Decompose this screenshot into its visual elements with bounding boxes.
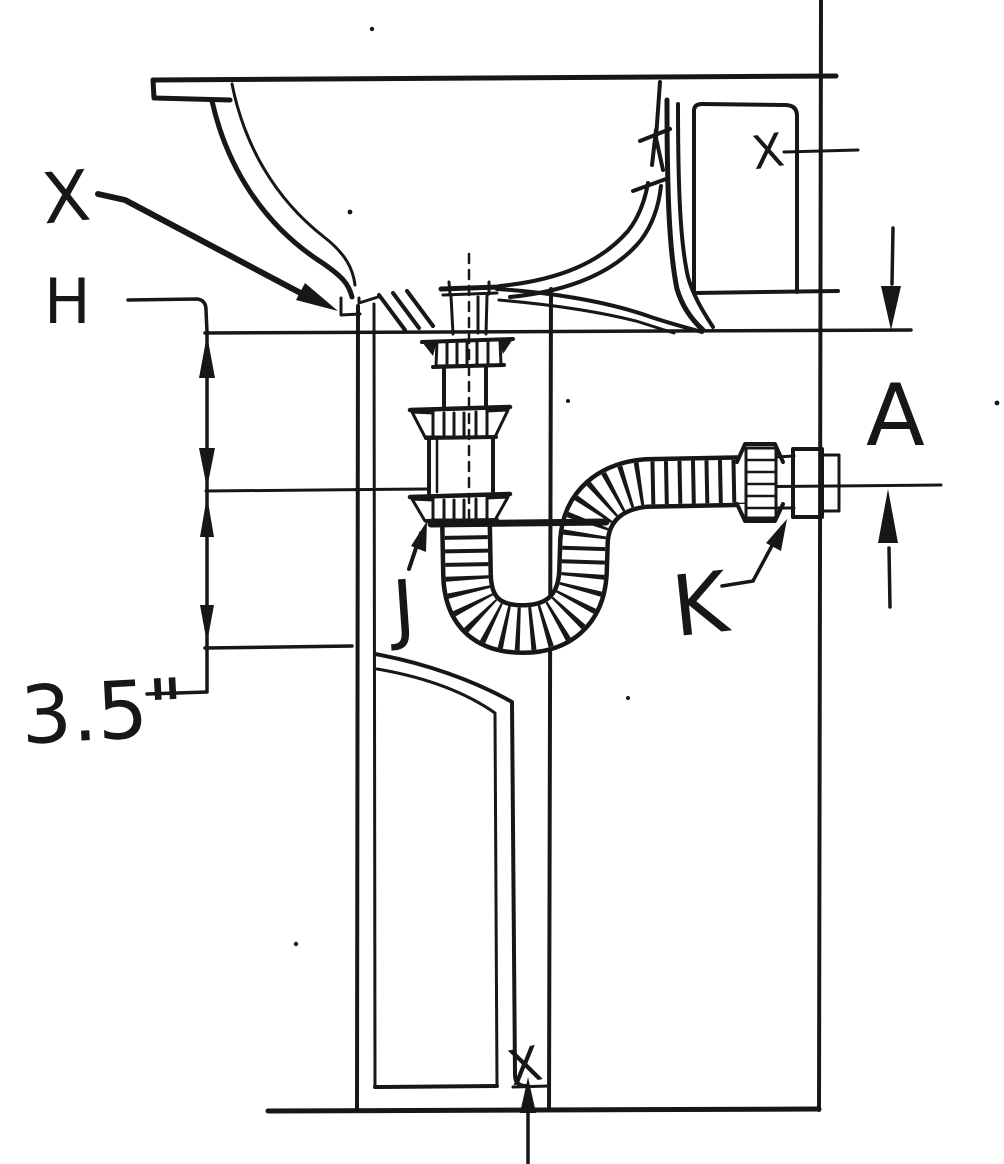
x-leader-arrowhead xyxy=(296,283,338,311)
tailpiece-lower-tube xyxy=(427,437,495,495)
sink-rim-left-lip xyxy=(150,77,233,103)
wall-and-floor xyxy=(265,0,823,1114)
trap-height-datum-left xyxy=(204,487,431,493)
pedestal-right-edge xyxy=(547,287,553,1111)
escutcheon-ridges xyxy=(744,458,778,510)
a-dimension: A xyxy=(866,226,925,609)
pedestal xyxy=(355,287,553,1111)
pedestal-channel-floor xyxy=(511,1084,551,1089)
sink-basin xyxy=(150,73,839,336)
slip-nut-flange-line xyxy=(407,404,513,413)
label-h: H xyxy=(44,265,91,338)
slip-nut-band xyxy=(431,409,489,439)
dimension-3-5-text: 3.5" xyxy=(18,661,187,762)
scan-speck xyxy=(994,400,1000,406)
wall-x-callout: X xyxy=(749,122,860,180)
j-callout: J xyxy=(385,521,427,653)
scan-specks xyxy=(293,26,1000,947)
locknut-right-tip xyxy=(499,339,513,354)
label-j: J xyxy=(385,563,418,654)
basin-bottom-step xyxy=(339,295,380,317)
basin-outer-wall-left xyxy=(209,98,355,300)
reference-box-outline xyxy=(692,102,799,294)
a-arrow-up-head xyxy=(878,489,898,543)
left-dimension-chain: H 3.5" xyxy=(18,265,354,763)
wall-outlet xyxy=(735,442,841,523)
label-a: A xyxy=(866,366,925,466)
basin-back-edge-outer xyxy=(664,97,706,333)
datum-lines xyxy=(203,328,943,493)
dimension-arrow-up xyxy=(199,335,215,378)
wall-reference-box xyxy=(692,102,840,295)
pedestal-cutout-outer xyxy=(373,652,528,1088)
slip-nut-wings xyxy=(410,408,510,439)
basin-back-edge-inner xyxy=(676,102,715,329)
floor-line xyxy=(265,1106,822,1114)
drain-assembly xyxy=(407,252,515,523)
trap-inlet-heavy-line xyxy=(427,518,610,528)
locknut-left-tip xyxy=(422,341,437,356)
label-k: K xyxy=(668,553,735,656)
dimension-arrow-up xyxy=(200,496,214,537)
wall-x-leader-line xyxy=(782,148,860,154)
lower-slip-nut xyxy=(407,491,513,523)
slip-nut-ridges xyxy=(442,410,478,438)
pedestal-cutout-inner xyxy=(375,667,499,1088)
dimension-3-5-leader xyxy=(145,690,209,696)
pedestal-left-inner-edge xyxy=(372,302,377,1088)
basin-bottom-right-inner xyxy=(497,298,676,335)
wall-pipe-stub xyxy=(820,453,841,513)
x-leader-line xyxy=(95,191,313,301)
scan-speck xyxy=(566,399,570,403)
basin-inner-wall-right xyxy=(498,128,658,288)
x-callout: X xyxy=(39,155,338,311)
pedestal-cutout-bottom xyxy=(373,1084,499,1089)
dimension-tick-line xyxy=(203,644,354,650)
floor-x-callout: X xyxy=(503,1036,547,1164)
sink-rim-top-line xyxy=(150,73,839,83)
basin-bottom-slope-hatch xyxy=(377,289,435,332)
k-arrowhead xyxy=(766,519,787,551)
counter-underside-datum-line xyxy=(203,328,913,335)
pedestal-left-outer-edge xyxy=(355,304,360,1111)
wall-flange xyxy=(791,447,824,519)
dimension-arrow-down xyxy=(200,605,214,643)
floor-x-mark: X xyxy=(503,1036,547,1098)
floor-arrowhead xyxy=(520,1077,536,1113)
locknut-ridges xyxy=(445,339,490,367)
k-callout: K xyxy=(668,519,787,656)
a-arrow-down-head xyxy=(881,286,901,330)
scan-speck xyxy=(293,941,299,947)
scan-speck xyxy=(347,209,353,215)
slip-nut-bottom-line xyxy=(425,518,499,523)
scan-speck xyxy=(369,26,375,32)
dimension-arrow-down xyxy=(199,448,215,488)
upper-slip-nut xyxy=(407,404,513,440)
slip-nut-band xyxy=(431,496,489,522)
label-x: X xyxy=(39,155,94,241)
trap-corrugation-rungs xyxy=(444,459,749,651)
scan-speck xyxy=(626,696,630,700)
drain-locknut xyxy=(420,337,515,369)
slip-nut-wings xyxy=(410,495,510,523)
h-leader-line xyxy=(126,297,209,334)
a-arrow-down-tail xyxy=(890,226,895,286)
reference-box-bottom-line xyxy=(692,289,840,295)
a-arrow-up-tail xyxy=(887,546,892,609)
slip-nut-flange-line xyxy=(407,491,513,500)
wall-x-mark: X xyxy=(749,122,788,180)
slip-nut-ridges xyxy=(442,497,478,521)
slip-nut-bottom-line xyxy=(424,435,498,440)
tailpiece-upper-tube xyxy=(442,366,488,408)
j-arrowhead xyxy=(411,521,427,552)
basin-inner-wall-left xyxy=(230,82,357,287)
wall-line xyxy=(817,0,823,1112)
p-trap xyxy=(440,455,749,655)
